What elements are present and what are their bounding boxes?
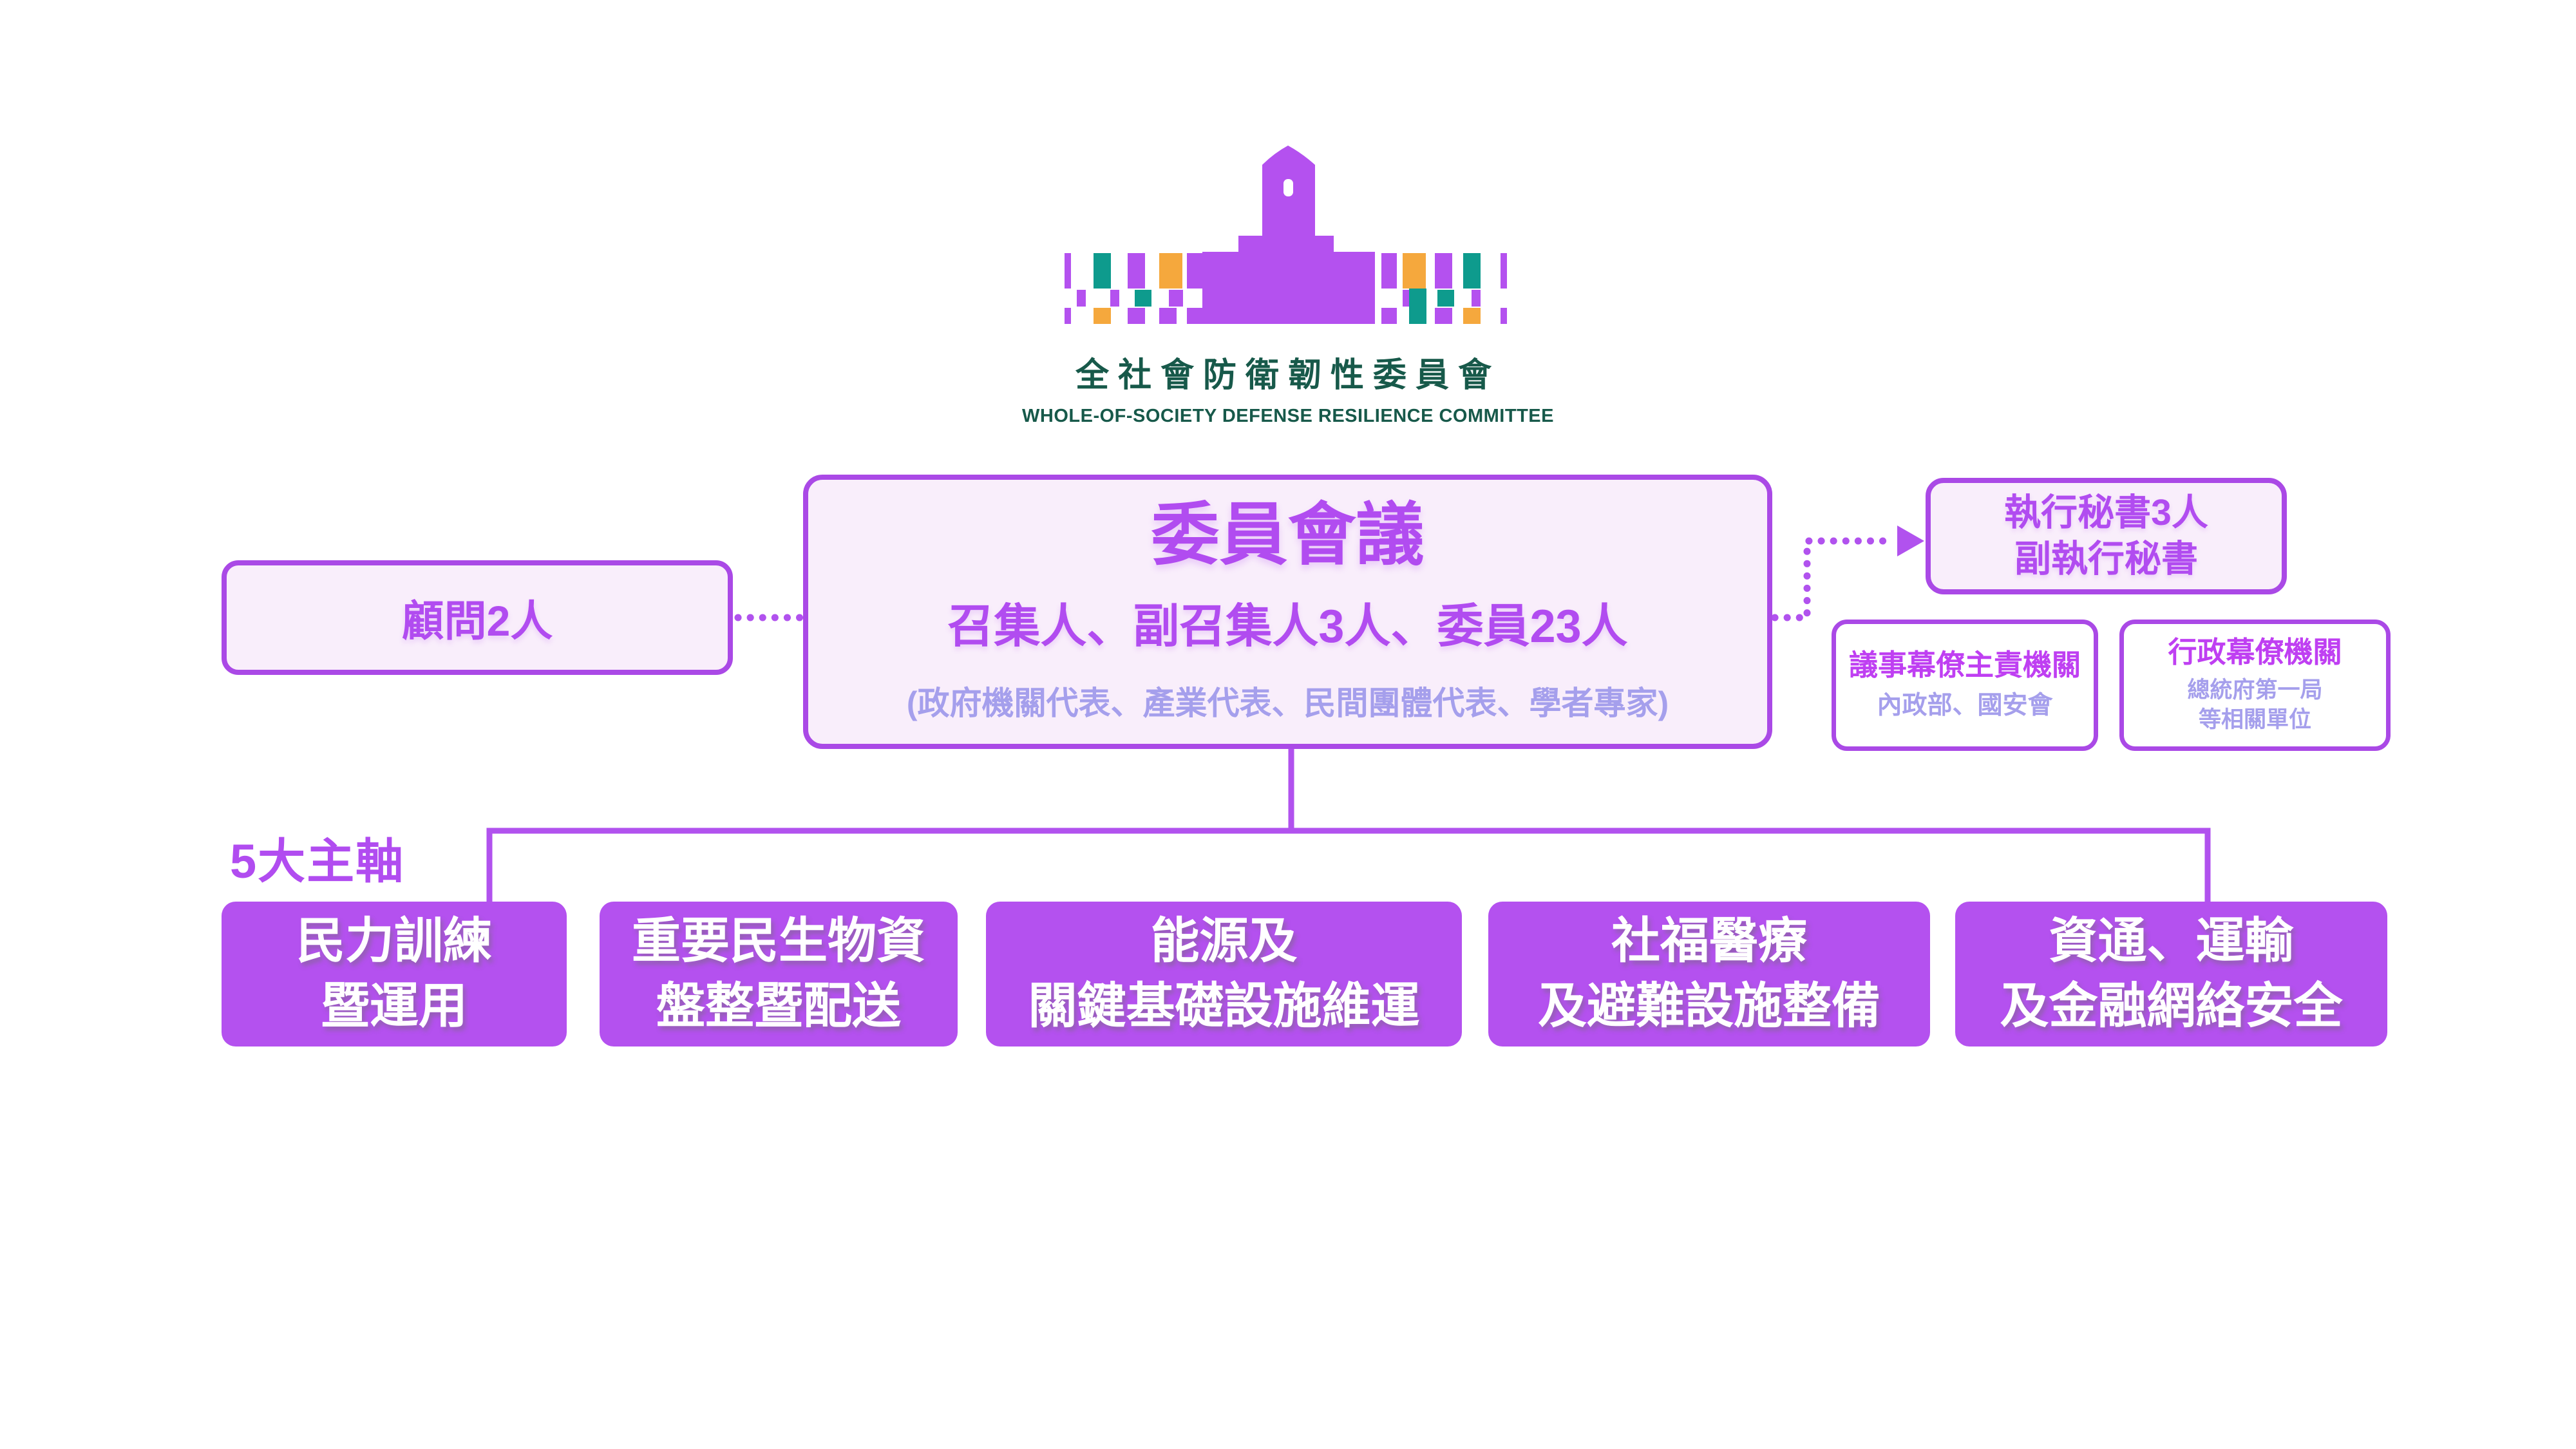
- committee-members-line: 召集人、副召集人3人、委員23人: [947, 601, 1628, 653]
- logo-pixel-block: [1472, 290, 1481, 307]
- logo-pixel-block: [1403, 253, 1426, 289]
- tower-window: [1283, 179, 1293, 196]
- logo-pixel-block: [1128, 253, 1145, 289]
- logo-pixel-block: [1501, 253, 1507, 289]
- committee-building-logo: [1065, 146, 1507, 324]
- building-portico: [1238, 236, 1334, 255]
- logo-pixel-block: [1463, 253, 1481, 289]
- logo-pixel-block: [1381, 308, 1397, 324]
- logo-pixel-block: [1187, 308, 1202, 324]
- pillar-line1: 能源及: [1150, 914, 1298, 969]
- org-title-en: WHOLE-OF-SOCIETY DEFENSE RESILIENCE COMM…: [1022, 406, 1554, 426]
- committee-meeting-title: 委員會議: [1151, 497, 1425, 573]
- secretary-line2: 副執行秘書: [2014, 538, 2198, 580]
- pillar-essential-supplies: 重要民生物資 盤整暨配送: [600, 902, 958, 1046]
- logo-pixel-block: [1094, 308, 1111, 324]
- admin-staff-box: 行政幕僚機關 總統府第一局 等相關單位: [2119, 620, 2391, 751]
- logo-pixel-block: [1403, 290, 1417, 307]
- logo-pixel-block: [1501, 308, 1507, 324]
- logo-pixel-block: [1169, 290, 1183, 307]
- pillar-line2: 盤整暨配送: [656, 978, 901, 1034]
- arrowhead-icon: [1897, 526, 1924, 556]
- logo-pixel-block: [1463, 308, 1481, 324]
- committee-meeting-box: 委員會議 召集人、副召集人3人、委員23人 (政府機關代表、產業代表、民間團體代…: [803, 475, 1772, 749]
- org-title-zh: 全社會防衛韌性委員會: [1075, 357, 1501, 394]
- connector-tree: [486, 747, 2211, 904]
- logo-pixel-block: [1159, 308, 1177, 324]
- committee-composition-line: (政府機關代表、產業代表、民間團體代表、學者專家): [906, 685, 1669, 722]
- pillar-line1: 社福醫療: [1611, 914, 1807, 969]
- executive-secretary-box: 執行秘書3人 副執行秘書: [1926, 478, 2287, 594]
- pillar-line2: 及金融網絡安全: [2000, 978, 2343, 1034]
- logo-pixel-block: [1094, 253, 1111, 289]
- logo-pixel-block: [1128, 308, 1145, 324]
- building-tower-icon: [1262, 146, 1315, 253]
- five-axes-label: 5大主軸: [230, 835, 405, 888]
- logo-pixel-block: [1187, 253, 1202, 289]
- admin-staff-line1: 總統府第一局: [2187, 677, 2323, 703]
- connector-bar: [486, 828, 2211, 904]
- logo-pixel-block: [1110, 290, 1119, 307]
- logo-pixel-block: [1435, 253, 1452, 289]
- logo-pixel-block: [1065, 253, 1071, 289]
- pillar-line2: 暨運用: [321, 978, 468, 1034]
- advisors-label: 顧問2人: [401, 597, 553, 645]
- pillar-welfare-medical-shelter: 社福醫療 及避難設施整備: [1488, 902, 1930, 1046]
- pillar-line2: 及避難設施整備: [1538, 978, 1880, 1034]
- logo-pixel-block: [1135, 290, 1151, 307]
- proceedings-staff-title: 議事幕僚主責機關: [1848, 648, 2081, 681]
- pillar-line2: 關鍵基礎設施維運: [1028, 978, 1420, 1034]
- secretary-line1: 執行秘書3人: [2004, 492, 2208, 534]
- pillar-line1: 重要民生物資: [632, 914, 925, 969]
- pillar-line1: 民力訓練: [296, 914, 492, 969]
- logo-pixel-block: [1435, 308, 1452, 324]
- advisors-box: 顧問2人: [222, 560, 733, 675]
- building-base: [1202, 252, 1375, 324]
- pillar-energy-infrastructure: 能源及 關鍵基礎設施維運: [986, 902, 1462, 1046]
- admin-staff-title: 行政幕僚機關: [2168, 635, 2342, 668]
- pillar-line1: 資通、運輸: [2049, 914, 2294, 969]
- proceedings-staff-agencies: 內政部、國安會: [1877, 692, 2053, 720]
- logo-pixel-block: [1065, 308, 1071, 324]
- logo-pixel-block: [1437, 290, 1454, 307]
- secretary-dotted-line: [1771, 537, 1896, 621]
- admin-staff-agencies: 總統府第一局 等相關單位: [2187, 676, 2322, 734]
- logo-pixel-block: [1159, 253, 1182, 289]
- pillar-civil-training: 民力訓練 暨運用: [222, 902, 567, 1046]
- proceedings-staff-box: 議事幕僚主責機關 內政部、國安會: [1832, 620, 2098, 751]
- logo-pixel-block: [1077, 290, 1086, 307]
- pillar-ict-transport-finance: 資通、運輸 及金融網絡安全: [1955, 902, 2387, 1046]
- logo-pixel-block: [1381, 253, 1397, 289]
- admin-staff-line2: 等相關單位: [2198, 706, 2311, 732]
- logo-pixel-block: [1409, 289, 1426, 324]
